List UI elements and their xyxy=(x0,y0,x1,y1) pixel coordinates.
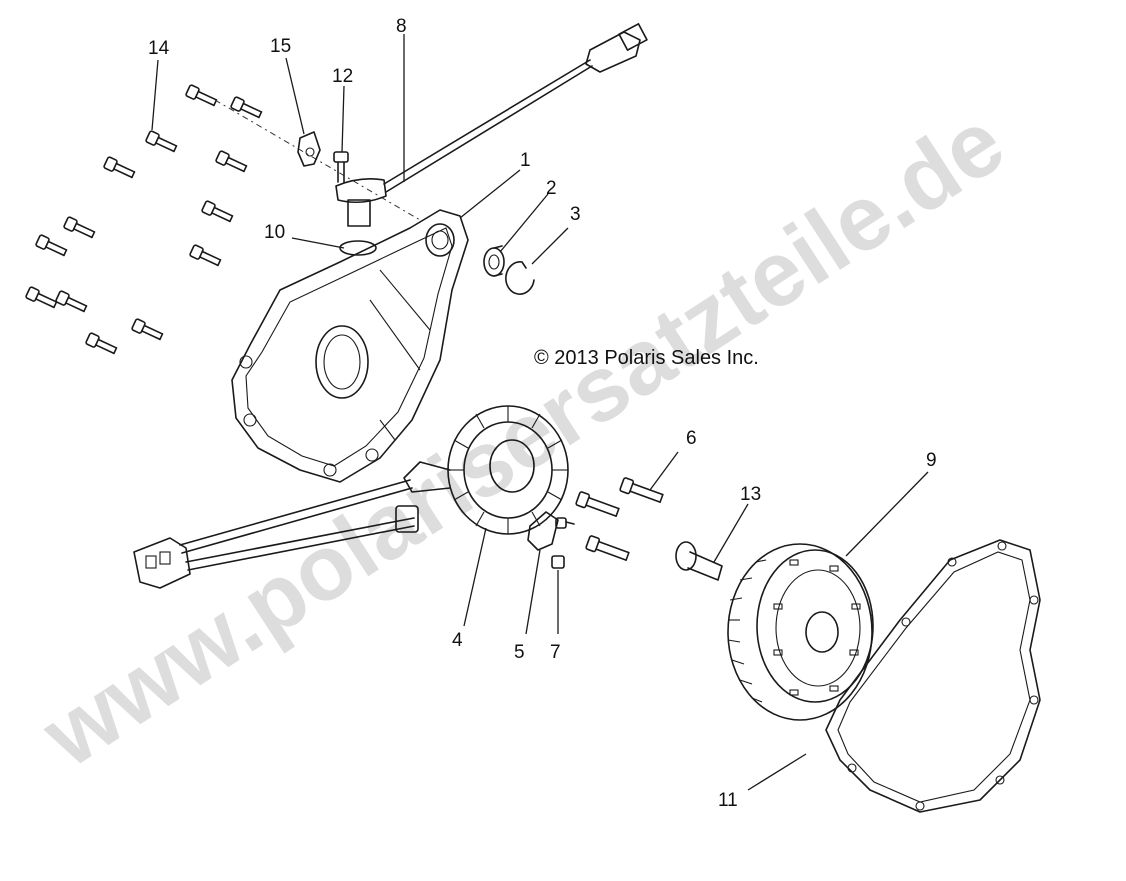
callout-2: 2 xyxy=(546,178,557,199)
sensor-screw xyxy=(333,151,349,183)
stator xyxy=(403,405,569,535)
callout-3: 3 xyxy=(570,204,581,225)
flywheel xyxy=(727,543,874,721)
bolt-cluster xyxy=(25,84,263,355)
watermark: www.polarisersatzteile.de xyxy=(25,90,1022,787)
wire-guide-plate xyxy=(527,511,559,551)
leader-lines xyxy=(151,34,929,791)
callout-14: 14 xyxy=(148,38,170,59)
callout-8: 8 xyxy=(396,16,407,37)
centerline xyxy=(214,99,421,221)
wire-clamp xyxy=(297,131,321,167)
callout-6: 6 xyxy=(686,428,697,449)
callout-10: 10 xyxy=(264,222,285,243)
callout-4: 4 xyxy=(452,630,463,651)
plate-screw xyxy=(555,517,575,529)
snap-ring xyxy=(505,261,535,295)
o-ring xyxy=(339,240,377,256)
plate-screw-lower xyxy=(551,555,565,569)
callout-numbers: 1 2 3 4 5 6 7 8 9 10 11 12 13 14 15 xyxy=(148,16,937,811)
flywheel-bolt xyxy=(675,541,723,581)
stator-bolts xyxy=(575,477,664,561)
cover-gasket xyxy=(825,539,1041,813)
speed-sensor xyxy=(335,23,648,227)
callout-5: 5 xyxy=(514,642,525,663)
copyright-notice: © 2013 Polaris Sales Inc. xyxy=(534,347,759,369)
callout-1: 1 xyxy=(520,150,531,171)
bearing xyxy=(483,245,505,277)
callout-12: 12 xyxy=(332,66,353,87)
stator-cover-housing xyxy=(231,209,469,483)
callout-11: 11 xyxy=(718,790,738,811)
stator-harness xyxy=(133,479,419,589)
callout-15: 15 xyxy=(270,36,291,57)
callout-13: 13 xyxy=(740,484,761,505)
callout-9: 9 xyxy=(926,450,937,471)
callout-7: 7 xyxy=(550,642,561,663)
